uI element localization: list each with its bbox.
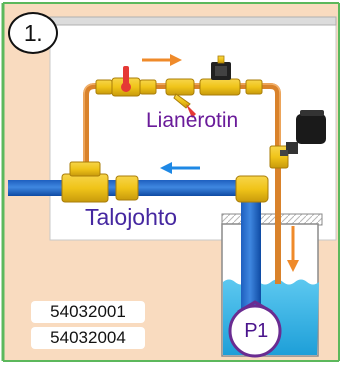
black-actuator-icon — [280, 110, 326, 156]
flow-arrow-icon — [142, 54, 182, 66]
product-code-2: 54032004 — [31, 327, 145, 349]
coupling-fitting — [115, 175, 139, 201]
drain-arrow-icon — [287, 226, 299, 272]
actuator-valve-body — [269, 145, 289, 169]
solenoid-valve-body — [199, 78, 241, 96]
loop-fittings — [95, 77, 289, 169]
solenoid-valve-icon — [211, 55, 231, 80]
step-number-badge: 1. — [8, 12, 58, 54]
mixer-label: Lianerotin — [146, 109, 239, 132]
panel-top-rail — [49, 16, 337, 26]
pump-label: P1 — [244, 319, 268, 342]
loop-coupling-left — [95, 79, 113, 95]
product-code-1: 54032001 — [31, 301, 145, 323]
mixer-body — [165, 78, 195, 96]
loop-coupling-right — [245, 79, 263, 95]
ball-valve-icon — [121, 66, 131, 92]
mixer-strainer-icon — [173, 93, 196, 118]
blue-riser-pipe — [241, 180, 261, 310]
pump-circle-icon — [228, 300, 282, 358]
loop-coupling-mid — [139, 79, 157, 95]
main-pipe-label: Talojohto — [85, 204, 178, 230]
main-fittings — [61, 161, 269, 203]
tee-branch — [69, 161, 101, 177]
main-flow-arrow-icon — [160, 162, 200, 174]
elbow-fitting — [235, 175, 269, 203]
tee-fitting — [61, 173, 109, 203]
